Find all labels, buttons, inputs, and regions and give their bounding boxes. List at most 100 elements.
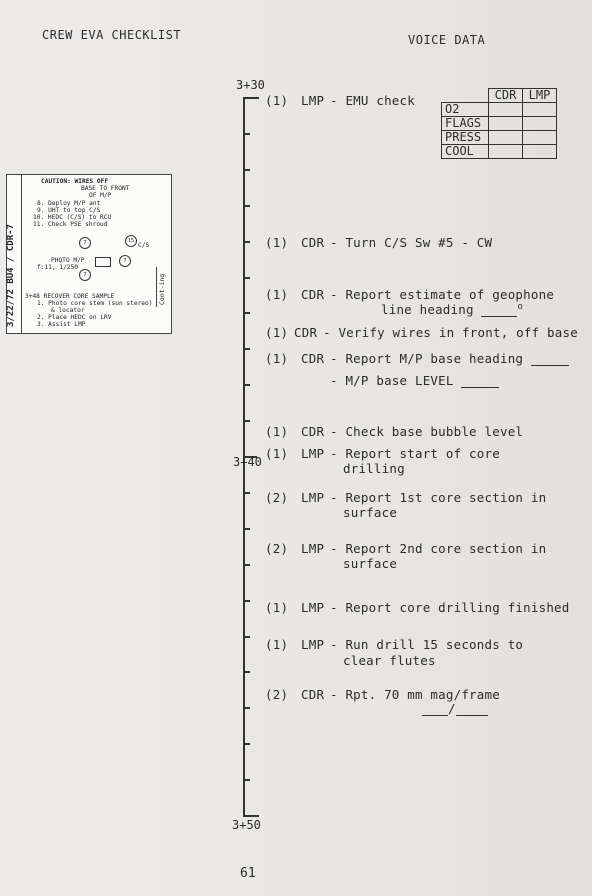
diagram-circle: 7	[79, 237, 91, 249]
entry-who: LMP	[301, 600, 325, 615]
card-line: 11. Check PSE shroud	[33, 221, 108, 228]
degree-mark: o	[517, 302, 524, 312]
entry-line2-text: line heading	[381, 302, 474, 318]
entry-num: (1)	[265, 600, 289, 615]
cue-card: 3/22/72 BU4 / CDR-7 Cont-ing CAUTION: WI…	[6, 174, 172, 334]
timeline-tick	[243, 600, 250, 602]
table-row-label: O2	[441, 102, 489, 117]
card-side-text: 3/22/72 BU4 / CDR-7	[6, 224, 16, 327]
timeline-tick	[243, 456, 257, 458]
card-line: CAUTION: WIRES OFF	[41, 178, 109, 185]
entry-num: (1)	[265, 235, 289, 250]
entry-who: LMP	[301, 541, 325, 556]
card-line: 3. Assist LMP	[37, 321, 86, 328]
timeline-tick	[243, 815, 259, 817]
time-label: 3+50	[232, 818, 261, 832]
card-right-strip: Cont-ing	[156, 267, 171, 307]
timeline-tick	[243, 779, 250, 781]
page-number: 61	[240, 866, 256, 881]
entry-who: CDR	[301, 351, 325, 366]
timeline-tick	[243, 169, 250, 171]
entry-who: CDR	[294, 325, 318, 340]
table-row-label: COOL	[441, 144, 489, 159]
timeline-tick	[243, 205, 250, 207]
entry-text: - Report start of core	[330, 446, 500, 461]
diagram-circle: 7	[79, 269, 91, 281]
mp-box-icon	[95, 257, 111, 267]
timeline-tick	[243, 671, 250, 673]
card-line: 2. Place HEDC on LRV	[37, 314, 112, 321]
table-row-label: FLAGS	[441, 116, 489, 131]
card-line: 8. Deploy M/P ant	[37, 200, 101, 207]
timeline-tick	[243, 564, 250, 566]
timeline-tick	[243, 277, 250, 279]
diagram-label: C/S	[138, 242, 150, 249]
entry-num: (2)	[265, 687, 289, 702]
entry-who: CDR	[301, 235, 325, 250]
timeline-tick	[243, 528, 250, 530]
entry-who: LMP	[301, 93, 325, 108]
table-col-header: LMP	[522, 88, 557, 103]
entry-text: - EMU check	[330, 93, 415, 108]
card-line: 10. HEDC (C/S) to RCU	[33, 214, 112, 221]
card-line: OF M/P	[89, 192, 112, 199]
entry-text-line2: surface	[343, 505, 398, 520]
timeline-tick	[243, 743, 250, 745]
timeline-tick	[243, 312, 250, 314]
timeline-tick	[243, 241, 250, 243]
entry-text: - Report core drilling finished	[330, 600, 570, 615]
entry-num: (1)	[265, 446, 289, 461]
write-in-blank	[455, 715, 488, 716]
entry-who: CDR	[301, 287, 325, 302]
diagram-circle: 15	[125, 235, 137, 247]
card-line: 9. UHT to top C/S	[37, 207, 101, 214]
entry-who: LMP	[301, 490, 325, 505]
timeline-tick	[243, 384, 250, 386]
entry-text: - Rpt. 70 mm mag/frame	[330, 687, 500, 702]
write-in-blank	[530, 365, 569, 366]
entry-num: (2)	[265, 490, 289, 505]
entry-num: (1)	[265, 351, 289, 366]
timeline-tick	[243, 97, 259, 99]
time-label: 3+40	[233, 455, 262, 469]
diagram-circle: 7	[119, 255, 131, 267]
entry-text: - Report estimate of geophone	[330, 287, 555, 302]
entry-text: - Turn C/S Sw #5 - CW	[330, 235, 493, 250]
timeline-tick	[243, 420, 250, 422]
entry-num: (1)	[265, 637, 289, 652]
voice-data-title: VOICE DATA	[408, 33, 486, 47]
entry-text: - Check base bubble level	[330, 424, 524, 439]
entry-text-value: - Report M/P base heading	[330, 351, 524, 366]
entry-text-line2: clear flutes	[343, 653, 436, 668]
timeline-tick	[243, 348, 250, 350]
entry-num: (1)	[265, 287, 289, 302]
entry-who: CDR	[301, 687, 325, 702]
timeline-tick	[243, 636, 250, 638]
entry-line2-text: - M/P base LEVEL	[330, 373, 454, 388]
table-row-label: PRESS	[441, 130, 489, 145]
timeline-tick	[243, 492, 250, 494]
card-line: 3+48 RECOVER CORE SAMPLE	[25, 293, 115, 300]
timeline-tick	[243, 707, 250, 709]
status-table: CDR LMP O2 FLAGS PRESS COOL	[441, 88, 557, 159]
card-line: f:11, 1/250	[37, 264, 78, 271]
entry-who: CDR	[301, 424, 325, 439]
entry-text-line2: drilling	[343, 461, 405, 476]
card-right-text: Cont-ing	[158, 273, 166, 305]
entry-text: - Report M/P base heading	[330, 351, 569, 366]
timeline-tick	[243, 133, 250, 135]
card-line: PHOTO M/P	[51, 257, 85, 264]
write-in-blank	[461, 387, 500, 388]
entry-num: (1)	[265, 325, 289, 340]
write-in-blank	[481, 316, 518, 318]
entry-num: (1)	[265, 424, 289, 439]
entry-text: - Report 1st core section in	[330, 490, 547, 505]
entry-text: - Verify wires in front, off base	[323, 325, 578, 340]
card-side-strip: 3/22/72 BU4 / CDR-7	[6, 175, 22, 333]
entry-who: LMP	[301, 446, 325, 461]
time-label: 3+30	[236, 78, 265, 92]
card-line: BASE TO FRONT	[81, 185, 130, 192]
write-in-blank	[422, 715, 448, 716]
mag-frame-blanks: /	[422, 701, 488, 716]
